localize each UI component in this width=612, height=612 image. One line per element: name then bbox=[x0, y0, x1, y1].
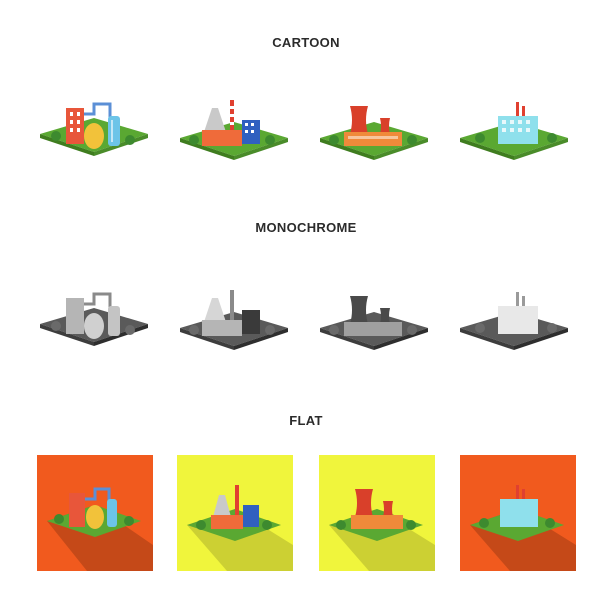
monochrome-cooling-tower-plant-icon bbox=[316, 280, 432, 396]
cartoon-cooling-tower-plant-icon bbox=[316, 90, 432, 206]
flat-chemical-plant-tile bbox=[37, 455, 153, 571]
flat-modern-factory-tile bbox=[460, 455, 576, 571]
section-title-flat: FLAT bbox=[289, 413, 323, 428]
cartoon-power-plant-icon bbox=[176, 90, 292, 206]
monochrome-power-plant-icon bbox=[176, 280, 292, 396]
monochrome-chemical-plant-icon bbox=[36, 280, 152, 396]
monochrome-modern-factory-icon bbox=[456, 280, 572, 396]
cartoon-modern-factory-icon bbox=[456, 90, 572, 206]
flat-power-plant-tile bbox=[177, 455, 293, 571]
section-title-cartoon: CARTOON bbox=[272, 35, 340, 50]
flat-cooling-tower-plant-tile bbox=[319, 455, 435, 571]
cartoon-chemical-plant-icon bbox=[36, 90, 152, 206]
section-title-monochrome: MONOCHROME bbox=[255, 220, 357, 235]
